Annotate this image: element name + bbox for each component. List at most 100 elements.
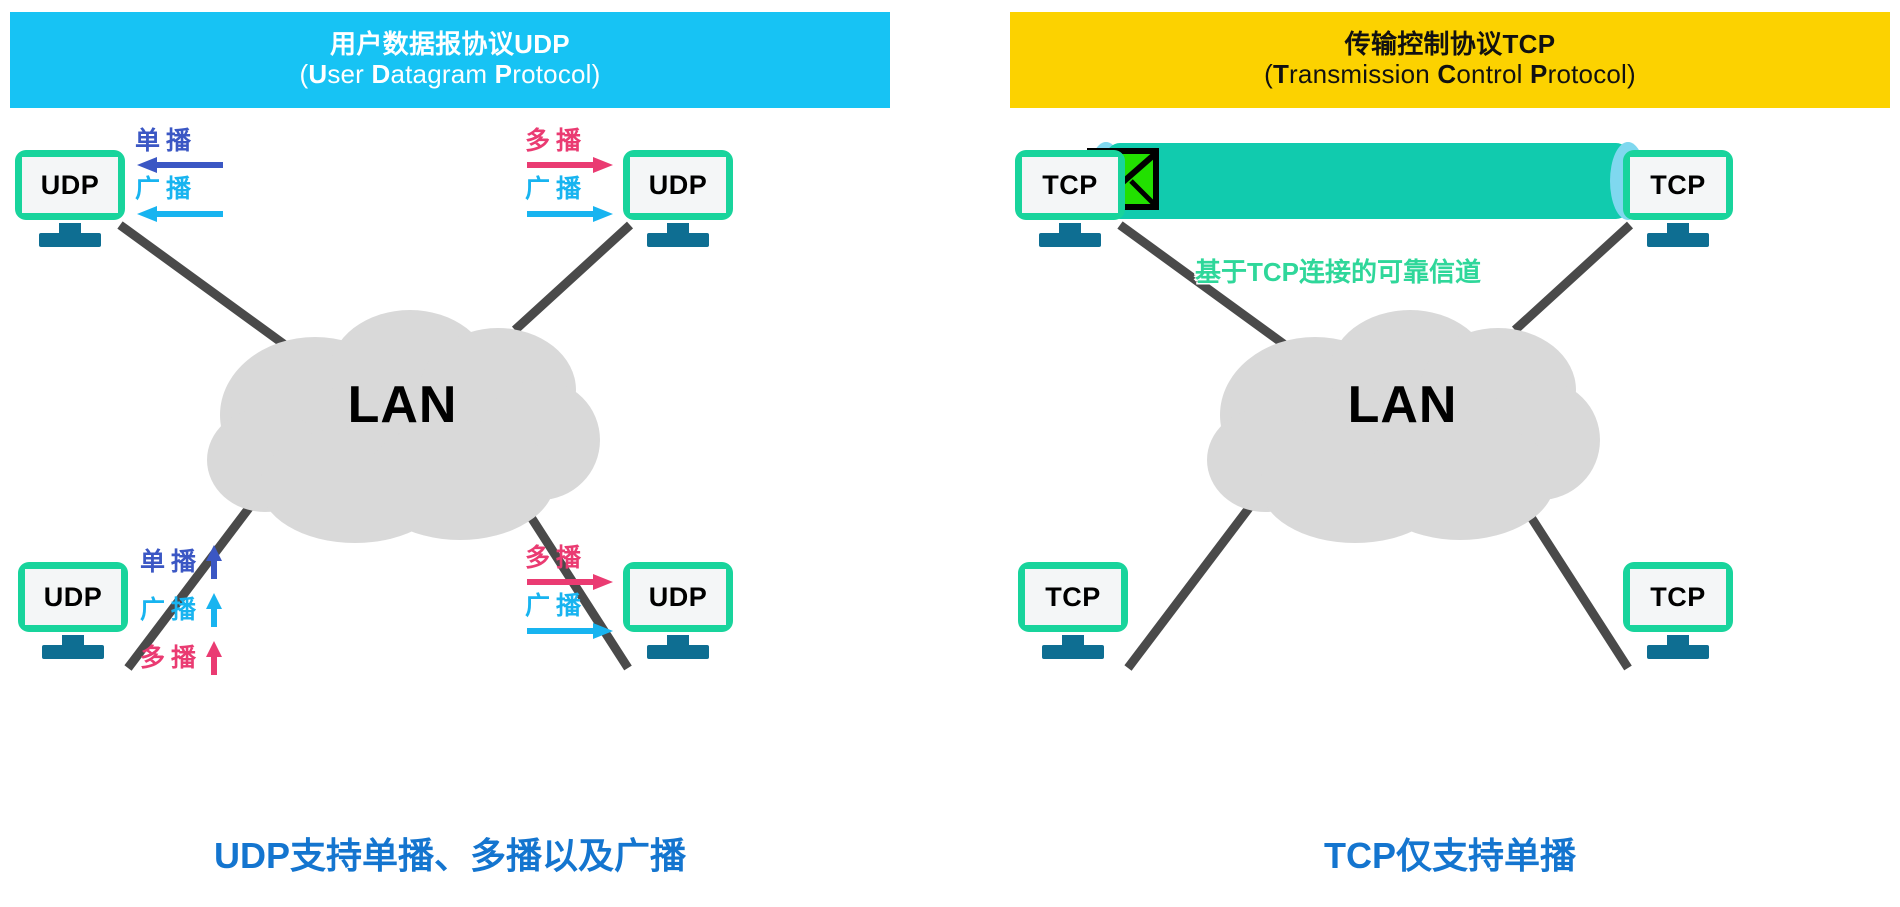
tcp-footer-caption: TCP仅支持单播 <box>1323 835 1576 876</box>
node-tcp-bottom-right[interactable]: TCP <box>1623 562 1733 659</box>
node-tcp-top-right[interactable]: TCP <box>1623 150 1733 247</box>
node-screen: TCP <box>1623 562 1733 632</box>
udp-banner: 用户数据报协议UDP (User Datagram Protocol) <box>10 12 890 108</box>
arrow-right-multicast-icon <box>527 574 613 591</box>
node-screen: UDP <box>623 150 733 220</box>
tcp-link-lines <box>1117 221 1634 671</box>
node-stand-neck <box>667 223 689 233</box>
cap-p: P <box>1530 59 1548 89</box>
word-control: ontrol <box>1456 59 1531 89</box>
arrow-right-broadcast-icon <box>527 622 613 639</box>
traffic-word-1: 广 <box>525 592 551 621</box>
node-stand-base <box>1647 645 1709 659</box>
node-stand-neck <box>62 635 84 645</box>
arrow-left-unicast-icon <box>137 157 223 174</box>
traffic-word-1: 多 <box>140 643 166 672</box>
cap-p: P <box>494 59 513 89</box>
node-udp-top-left[interactable]: UDP <box>15 150 125 247</box>
traffic-word-2: 播 <box>171 547 197 576</box>
tcp-banner-title-cn: 传输控制协议TCP <box>1344 29 1556 60</box>
node-tcp-top-left[interactable]: TCP <box>1015 150 1125 247</box>
node-label: TCP <box>1650 581 1706 612</box>
node-label: UDP <box>648 169 708 200</box>
arrow-right-multicast-icon <box>527 157 613 174</box>
cap-d: D <box>371 59 391 89</box>
node-screen-inner: TCP <box>1022 157 1118 213</box>
node-tcp-bottom-left[interactable]: TCP <box>1018 562 1128 659</box>
traffic-word-1: 单 <box>135 127 161 155</box>
node-label: TCP <box>1045 581 1101 612</box>
traffic-word-2: 播 <box>556 592 582 621</box>
word-transmission: ransmission <box>1289 59 1438 89</box>
traffic-word-1: 广 <box>525 175 551 204</box>
traffic-label-broadcast: 广 播 <box>135 175 225 204</box>
node-stand-base <box>1039 233 1101 247</box>
node-stand-base <box>647 645 709 659</box>
node-label: TCP <box>1650 169 1706 200</box>
word-protocol: rotocol) <box>1547 59 1636 89</box>
node-screen: UDP <box>623 562 733 632</box>
traffic-group-bottom-left: 单 播 广 播 多 播 <box>140 545 225 675</box>
node-stand-base <box>42 645 104 659</box>
node-label: UDP <box>648 581 708 612</box>
word-protocol: rotocol) <box>512 59 601 89</box>
node-screen-inner: TCP <box>1630 157 1726 213</box>
node-screen-inner: UDP <box>25 569 121 625</box>
traffic-word-1: 广 <box>135 175 161 204</box>
arrow-right-broadcast-icon <box>527 205 613 222</box>
traffic-group-top-right: 多 播 广 播 <box>525 128 615 225</box>
node-udp-top-right[interactable]: UDP <box>623 150 733 247</box>
node-screen-inner: TCP <box>1025 569 1121 625</box>
traffic-word-1: 广 <box>140 595 166 624</box>
node-stand-neck <box>1059 223 1081 233</box>
traffic-word-2: 播 <box>166 127 192 155</box>
traffic-word-2: 播 <box>556 127 582 155</box>
traffic-label-broadcast: 广 播 <box>140 593 225 627</box>
traffic-label-broadcast: 广 播 <box>525 592 615 621</box>
cap-t: T <box>1272 59 1290 89</box>
node-stand-base <box>39 233 101 247</box>
udp-lan-label: LAN <box>347 376 458 434</box>
word-datagram: atagram <box>390 59 495 89</box>
node-screen: TCP <box>1018 562 1128 632</box>
traffic-label-multicast: 多 播 <box>525 127 615 155</box>
node-stand-neck <box>1667 223 1689 233</box>
traffic-word-1: 单 <box>140 547 166 576</box>
node-stand-base <box>1042 645 1104 659</box>
traffic-word-2: 播 <box>556 544 582 572</box>
node-label: TCP <box>1042 169 1098 200</box>
udp-banner-title-cn: 用户数据报协议UDP <box>330 29 570 60</box>
node-stand-neck <box>1062 635 1084 645</box>
tcp-lan-label: LAN <box>1347 376 1458 434</box>
arrow-up-multicast-icon <box>206 641 223 675</box>
node-screen: TCP <box>1623 150 1733 220</box>
tcp-banner: 传输控制协议TCP (Transmission Control Protocol… <box>1010 12 1890 108</box>
traffic-word-1: 多 <box>525 127 551 155</box>
traffic-label-unicast: 单 播 <box>135 127 225 155</box>
udp-lan-cloud <box>207 310 600 543</box>
traffic-label-multicast: 多 播 <box>140 641 225 675</box>
node-stand-neck <box>1667 635 1689 645</box>
cap-u: U <box>308 59 328 89</box>
traffic-label-broadcast: 广 播 <box>525 175 615 204</box>
panel-udp: 用户数据报协议UDP (User Datagram Protocol) <box>10 0 890 907</box>
arrow-up-broadcast-icon <box>206 593 223 627</box>
node-stand-neck <box>667 635 689 645</box>
paren-open: ( <box>1264 59 1273 89</box>
traffic-group-bottom-right: 多 播 广 播 <box>525 545 615 642</box>
udp-footer-caption: UDP支持单播、多播以及广播 <box>213 835 686 876</box>
node-udp-bottom-left[interactable]: UDP <box>18 562 128 659</box>
node-label: UDP <box>43 581 103 612</box>
traffic-label-unicast: 单 播 <box>140 545 225 579</box>
tcp-lan-cloud <box>1207 310 1600 543</box>
traffic-word-2: 播 <box>171 643 197 672</box>
paren-open: ( <box>299 59 309 89</box>
arrow-left-broadcast-icon <box>137 205 223 222</box>
node-stand-neck <box>59 223 81 233</box>
traffic-word-2: 播 <box>166 175 192 204</box>
word-user: ser <box>327 59 372 89</box>
udp-banner-title-en: (User Datagram Protocol) <box>299 59 601 90</box>
node-udp-bottom-right[interactable]: UDP <box>623 562 733 659</box>
tcp-banner-title-en: (Transmission Control Protocol) <box>1264 59 1636 90</box>
